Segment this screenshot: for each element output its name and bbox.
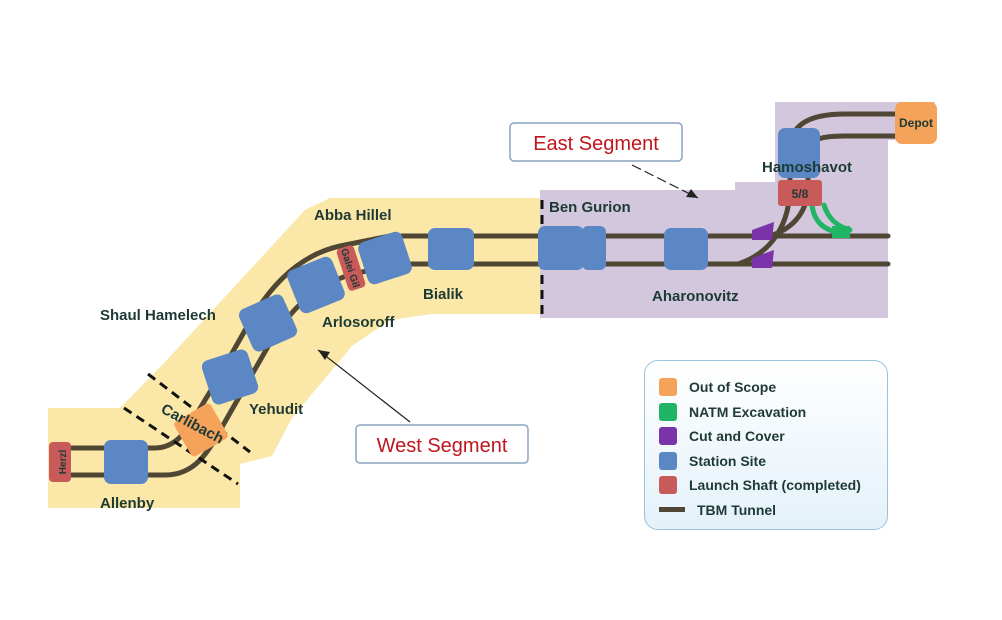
- shaft-galei-gil[interactable]: [336, 244, 367, 291]
- boundary-west-lower: [123, 406, 239, 486]
- station-yehudit[interactable]: [200, 348, 260, 407]
- shaft-five-eight[interactable]: [778, 180, 822, 206]
- legend-item-station: Station Site: [659, 449, 887, 474]
- station-ben-gurion-west[interactable]: [538, 226, 584, 270]
- legend-swatch-cut-cover: [659, 427, 677, 446]
- launch-shafts: [49, 180, 822, 482]
- station-ben-gurion-east[interactable]: [582, 226, 606, 270]
- legend-label: Launch Shaft (completed): [689, 477, 861, 494]
- legend: Out of Scope NATM Excavation Cut and Cov…: [644, 360, 888, 530]
- label-yehudit: Yehudit: [249, 401, 303, 418]
- station-aharonovitz[interactable]: [664, 228, 708, 270]
- five-eight-label: 5/8: [792, 187, 809, 201]
- shaft-herzl[interactable]: [49, 442, 71, 482]
- herzl-label: Herzl: [58, 450, 69, 475]
- east-callout-arrow-line: [631, 164, 699, 199]
- legend-item-cut-cover: Cut and Cover: [659, 424, 887, 449]
- legend-swatch-tbm-tunnel: [659, 507, 685, 513]
- station-hamoshavot[interactable]: [778, 128, 820, 178]
- legend-label: NATM Excavation: [689, 403, 807, 420]
- out-of-scope-carlibach[interactable]: [173, 402, 229, 458]
- station-abba-hillel[interactable]: [356, 230, 413, 286]
- station-bialik[interactable]: [428, 228, 474, 270]
- out-of-scope-depot[interactable]: [895, 102, 937, 144]
- legend-swatch-station: [659, 451, 677, 470]
- west-segment-region: [48, 198, 540, 508]
- west-callout-arrow-line: [317, 349, 411, 423]
- station-arlosoroff[interactable]: [285, 255, 347, 316]
- west-segment-callout: West Segment: [317, 349, 529, 464]
- west-segment-label: West Segment: [377, 435, 508, 457]
- station-shaul-hamelech[interactable]: [237, 292, 300, 354]
- legend-item-out-of-scope: Out of Scope: [659, 375, 887, 400]
- east-callout-box: [509, 122, 683, 162]
- legend-label: Cut and Cover: [689, 428, 785, 445]
- legend-label: TBM Tunnel: [697, 501, 777, 518]
- cut-cover-wedge-north: [752, 222, 774, 240]
- label-bialik: Bialik: [423, 286, 464, 303]
- label-abba-hillel: Abba Hillel: [314, 207, 392, 224]
- legend-item-natm: NATM Excavation: [659, 400, 887, 425]
- station-allenby[interactable]: [104, 440, 148, 484]
- station-sites: [104, 128, 820, 484]
- legend-item-launch-shaft: Launch Shaft (completed): [659, 473, 887, 498]
- label-aharonovitz: Aharonovitz: [652, 288, 739, 305]
- label-arlosoroff: Arlosoroff: [322, 314, 396, 331]
- east-segment-label: East Segment: [533, 133, 659, 155]
- label-ben-gurion: Ben Gurion: [549, 199, 631, 216]
- cut-cover-wedge-south: [752, 250, 774, 268]
- east-segment-callout: East Segment: [509, 122, 699, 199]
- legend-label: Station Site: [689, 452, 767, 469]
- legend-label: Out of Scope: [689, 379, 777, 396]
- east-callout-arrowhead: [686, 189, 698, 198]
- natm-wedge: [832, 226, 850, 238]
- legend-item-tbm-tunnel: TBM Tunnel: [659, 498, 887, 523]
- legend-swatch-natm: [659, 402, 677, 421]
- label-allenby: Allenby: [100, 495, 155, 512]
- label-hamoshavot: Hamoshavot: [762, 159, 852, 176]
- legend-swatch-out-of-scope: [659, 378, 677, 397]
- depot-label: Depot: [899, 116, 933, 130]
- west-callout-box: [355, 424, 529, 464]
- legend-swatch-launch-shaft: [659, 476, 677, 495]
- label-shaul-hamelech: Shaul Hamelech: [100, 307, 216, 324]
- west-callout-arrowhead: [318, 350, 330, 360]
